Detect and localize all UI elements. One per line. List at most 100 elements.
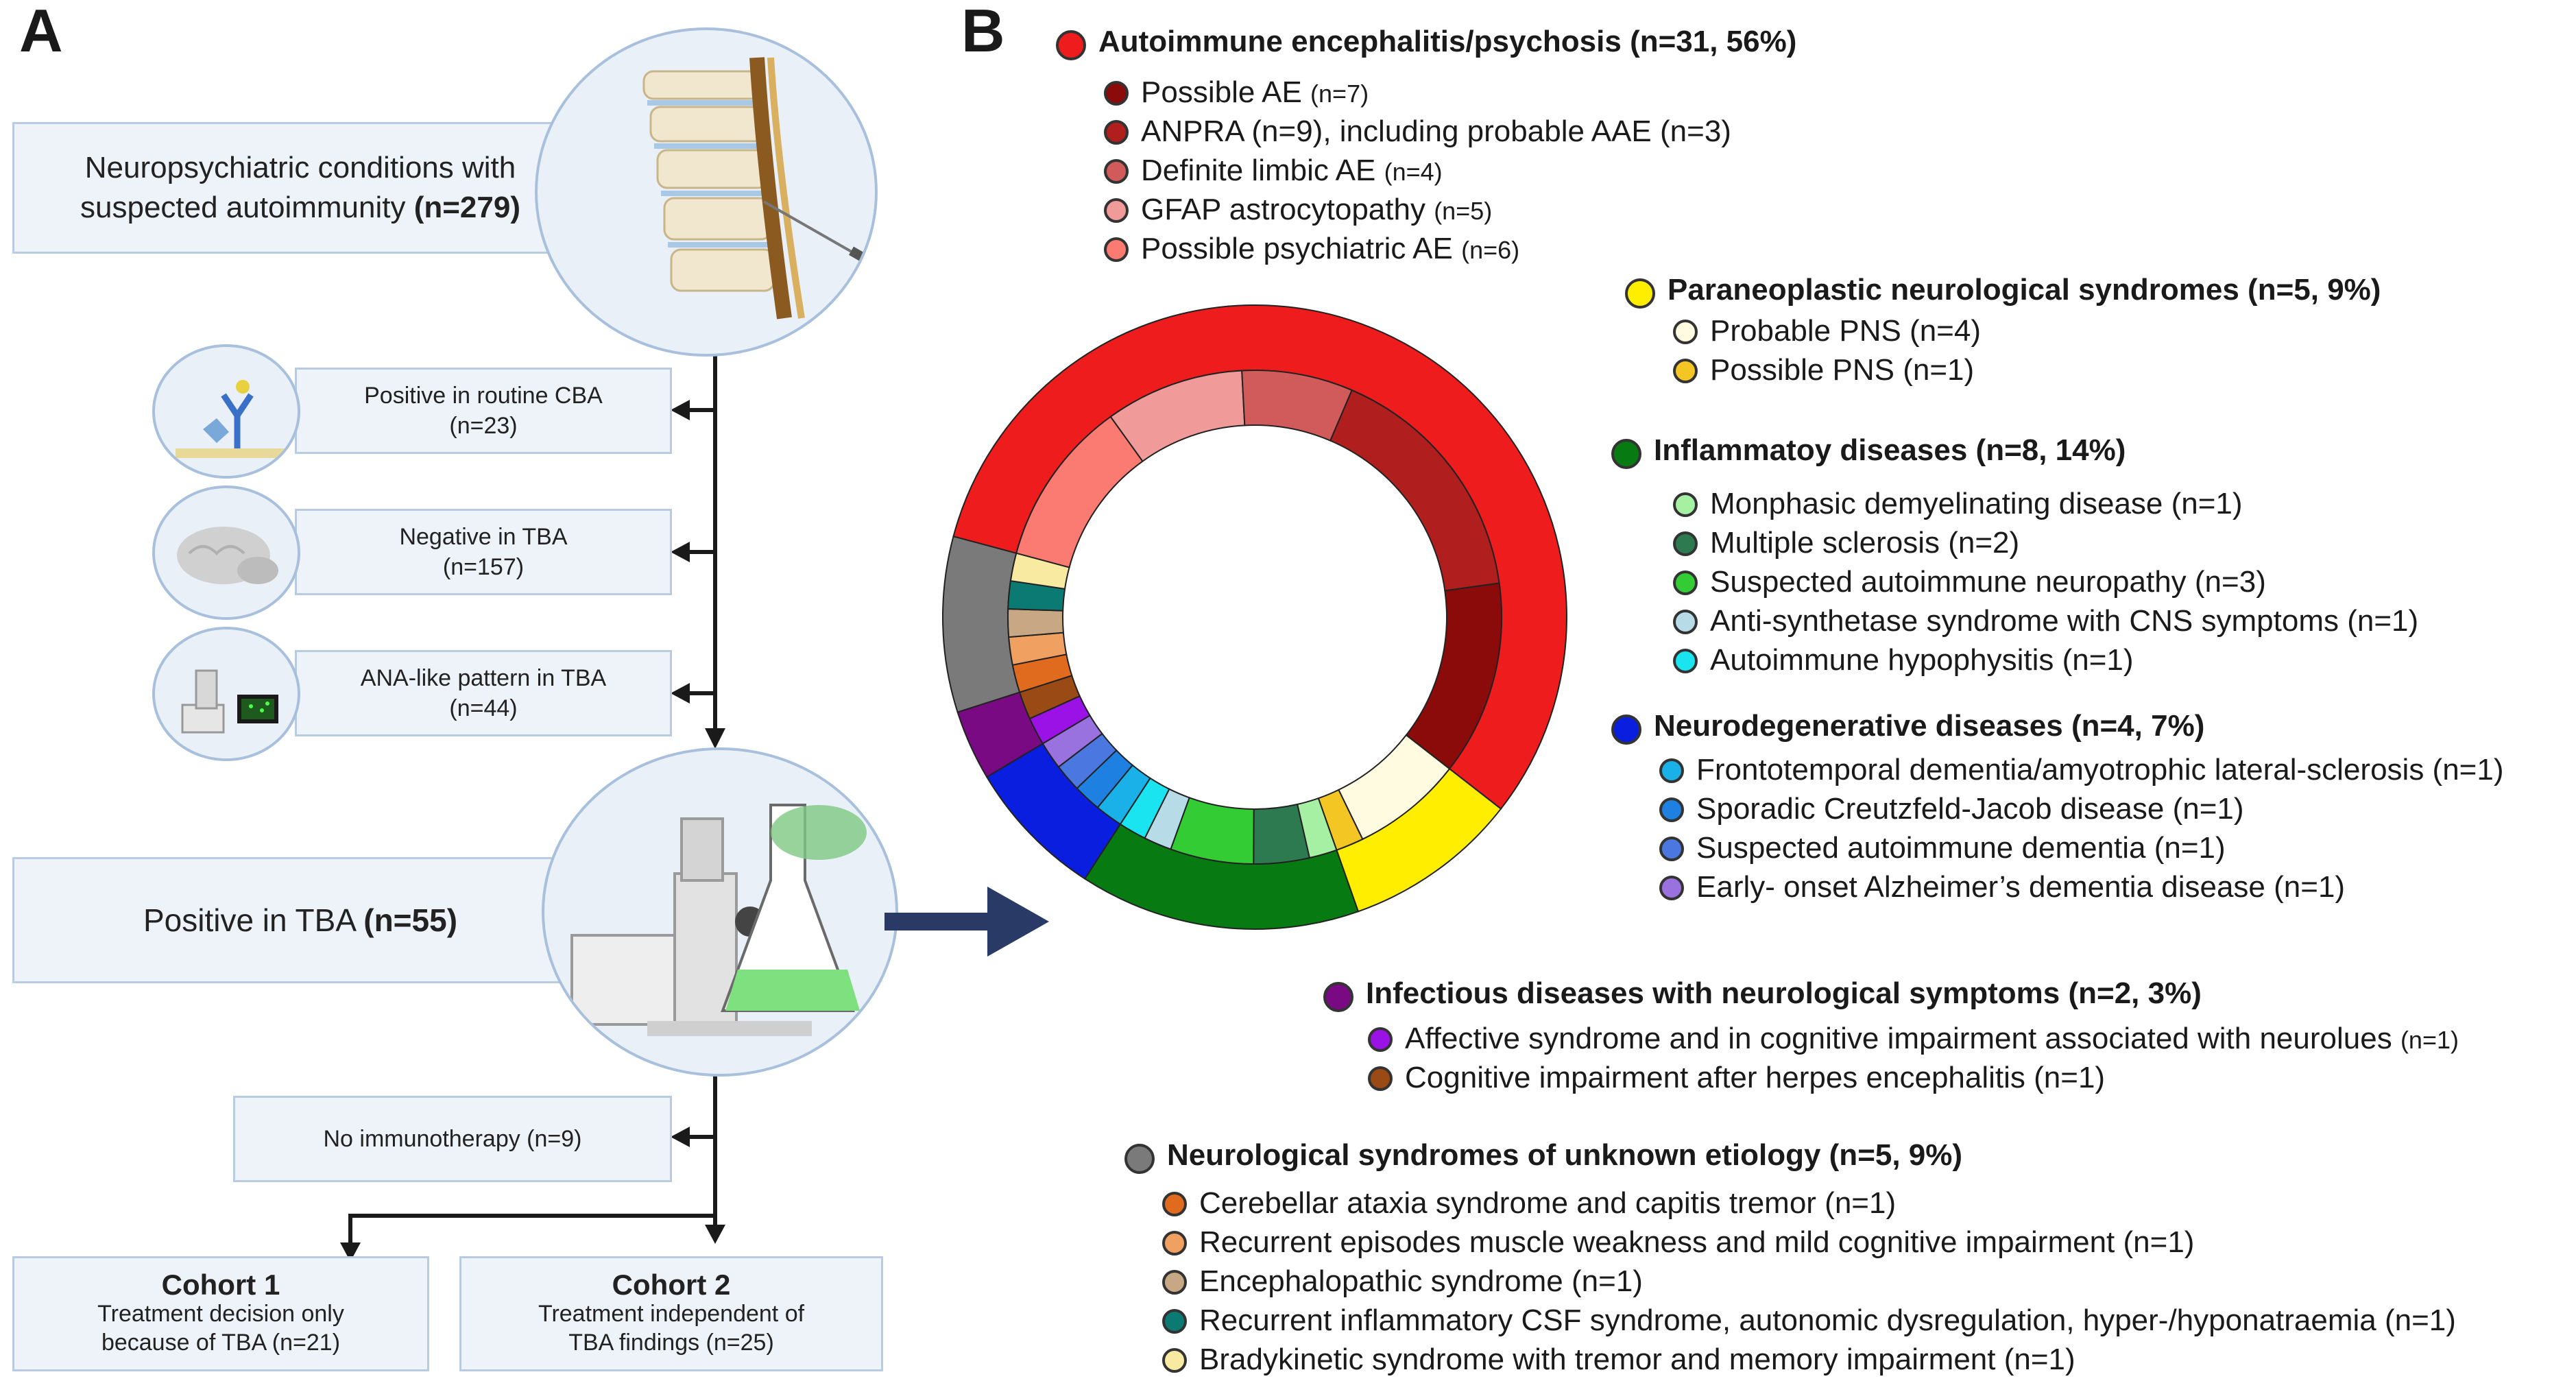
legend-item-label: Bradykinetic syndrome with tremor and me…: [1199, 1343, 2075, 1376]
lab-microscope-icon: [570, 804, 867, 1036]
cohort2-title: Cohort 2: [612, 1269, 731, 1301]
inner-slice-20: [1007, 608, 1064, 638]
legend-group-5-title: Neurological syndromes of unknown etiolo…: [1167, 1138, 1963, 1172]
branch-arrow-3: [671, 683, 690, 704]
legend-item-0-4-swatch: [1104, 237, 1129, 262]
cohort1-drop: [348, 1214, 352, 1248]
branch-2-label: Negative in TBA: [399, 524, 568, 550]
noimmuno-arrow: [671, 1127, 690, 1147]
legend-item-5-3-swatch: [1162, 1309, 1187, 1334]
legend-item-2-2-swatch: [1673, 571, 1698, 595]
legend-item-count: (n=4): [1384, 158, 1443, 186]
legend-item-5-4-swatch: [1162, 1348, 1187, 1373]
legend-item-1-0: Probable PNS (n=4): [1710, 314, 1981, 348]
legend-item-5-3: Recurrent inflammatory CSF syndrome, aut…: [1199, 1304, 2456, 1338]
brain-illustration: [152, 485, 300, 620]
legend-item-2-4: Autoimmune hypophysitis (n=1): [1710, 643, 2134, 677]
antibody-icon: [176, 380, 285, 458]
legend-item-label: GFAP astrocytopathy: [1141, 193, 1434, 226]
branch-line-3: [686, 691, 716, 695]
lab-illustration: [542, 747, 898, 1077]
legend-item-1-0-swatch: [1673, 320, 1698, 344]
legend-item-0-1: ANPRA (n=9), including probable AAE (n=3…: [1141, 115, 1731, 149]
legend-item-2-2: Suspected autoimmune neuropathy (n=3): [1710, 565, 2266, 599]
positive-tba-box: Positive in TBA (n=55): [12, 857, 588, 983]
legend-item-0-0-swatch: [1104, 81, 1129, 106]
cohort1-line2: because of TBA (n=21): [101, 1330, 341, 1356]
panel-b-label: B: [961, 0, 1005, 64]
legend-item-label: Possible psychiatric AE: [1141, 232, 1462, 265]
legend-item-label: Possible PNS (n=1): [1710, 353, 1975, 387]
branch-arrow-2: [671, 542, 690, 562]
cohort2-line1: Treatment independent of: [538, 1301, 805, 1327]
legend-item-1-1-swatch: [1673, 359, 1698, 383]
legend-group-4-swatch: [1323, 982, 1353, 1012]
legend-item-label: Monphasic demyelinating disease (n=1): [1710, 487, 2243, 520]
branch-2-count: (n=157): [442, 554, 525, 580]
legend-item-0-4: Possible psychiatric AE (n=6): [1141, 232, 1519, 266]
cohort2-box: Cohort 2 Treatment independent of TBA fi…: [459, 1256, 883, 1371]
legend-item-0-3-swatch: [1104, 198, 1129, 223]
legend-item-3-3: Early- onset Alzheimer’s dementia diseas…: [1696, 870, 2345, 904]
donut-chart: [942, 304, 1567, 930]
branch-1-label: Positive in routine CBA: [364, 383, 603, 409]
start-label: Neuropsychiatric conditions with suspect…: [80, 151, 516, 224]
cohort1-title: Cohort 1: [161, 1269, 280, 1301]
legend-group-2-swatch: [1611, 439, 1641, 469]
flow-arrow-down: [705, 728, 725, 749]
legend-item-5-0-swatch: [1162, 1192, 1187, 1216]
legend-item-2-1-swatch: [1673, 531, 1698, 556]
legend-group-5-swatch: [1124, 1144, 1155, 1174]
legend-item-label: Multiple sclerosis (n=2): [1710, 526, 2020, 560]
branch-arrow-1: [671, 400, 690, 420]
legend-item-0-1-swatch: [1104, 120, 1129, 145]
flow-main-line: [713, 343, 717, 734]
branch-1-count: (n=23): [449, 413, 518, 439]
legend-item-label: Suspected autoimmune neuropathy (n=3): [1710, 565, 2266, 599]
legend-group-3-swatch: [1611, 714, 1641, 745]
legend-item-count: (n=7): [1310, 80, 1369, 108]
spine-illustration: [535, 27, 878, 357]
legend-item-5-1-swatch: [1162, 1231, 1187, 1256]
cohort1-box: Cohort 1 Treatment decision only because…: [12, 1256, 429, 1371]
start-count: (n=279): [413, 191, 520, 224]
legend-item-label: Early- onset Alzheimer’s dementia diseas…: [1696, 870, 2346, 904]
legend-item-label: Possible AE: [1141, 75, 1311, 109]
legend-item-2-3-swatch: [1673, 610, 1698, 634]
legend-item-label: Autoimmune hypophysitis (n=1): [1710, 643, 2134, 677]
legend-item-2-0-swatch: [1673, 492, 1698, 517]
legend-item-3-0-swatch: [1659, 758, 1684, 783]
legend-item-0-2: Definite limbic AE (n=4): [1141, 154, 1443, 188]
legend-item-3-0: Frontotemporal dementia/amyotrophic late…: [1696, 753, 2504, 787]
inner-slice-22: [1009, 552, 1070, 590]
legend-item-label: ANPRA (n=9), including probable AAE (n=3…: [1141, 115, 1731, 148]
legend-item-0-0: Possible AE (n=7): [1141, 75, 1369, 110]
legend-group-0-swatch: [1056, 30, 1086, 60]
legend-item-label: Cognitive impairment after herpes enceph…: [1405, 1061, 2106, 1094]
legend-item-3-1-swatch: [1659, 797, 1684, 822]
legend-group-4-title: Infectious diseases with neurological sy…: [1366, 976, 2202, 1010]
panel-a-label: A: [19, 0, 63, 64]
legend-item-2-4-swatch: [1673, 649, 1698, 673]
legend-item-count: (n=1): [2400, 1026, 2459, 1054]
legend-group-2-title: Inflammatoy diseases (n=8, 14%): [1654, 433, 2126, 467]
microscope-small-illustration: [152, 627, 300, 761]
legend-item-2-1: Multiple sclerosis (n=2): [1710, 526, 2019, 560]
cohort-split-line: [348, 1214, 717, 1218]
legend-item-label: Recurrent inflammatory CSF syndrome, aut…: [1199, 1304, 2456, 1337]
legend-item-label: Encephalopathic syndrome (n=1): [1199, 1264, 1643, 1298]
branch-box-1: Positive in routine CBA (n=23): [295, 368, 672, 454]
legend-item-5-1: Recurrent episodes muscle weakness and m…: [1199, 1225, 2194, 1260]
legend-item-5-2-swatch: [1162, 1270, 1187, 1295]
positive-count: (n=55): [363, 902, 458, 938]
legend-item-label: Affective syndrome and in cognitive impa…: [1405, 1022, 2400, 1055]
branch-box-2: Negative in TBA (n=157): [295, 509, 672, 595]
legend-item-3-2: Suspected autoimmune dementia (n=1): [1696, 831, 2226, 865]
legend-item-2-0: Monphasic demyelinating disease (n=1): [1710, 487, 2243, 521]
legend-item-label: Probable PNS (n=4): [1710, 314, 1981, 348]
legend-item-count: (n=6): [1461, 236, 1520, 264]
legend-item-4-1: Cognitive impairment after herpes enceph…: [1405, 1061, 2105, 1095]
spine-icon: [642, 57, 874, 320]
antibody-illustration: [152, 344, 300, 479]
legend-group-1-title: Paraneoplastic neurological syndromes (n…: [1668, 273, 2381, 307]
